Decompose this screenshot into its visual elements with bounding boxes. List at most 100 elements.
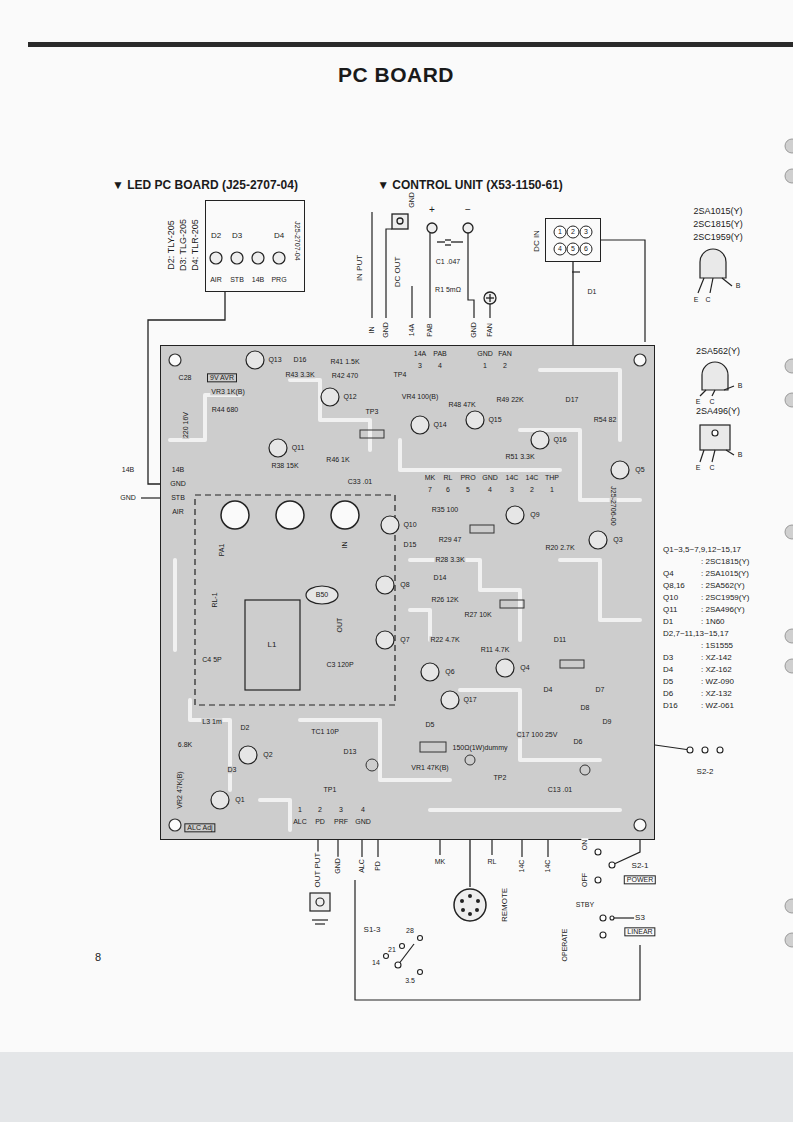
component-footprint [465,755,475,765]
part-label: STBY [575,901,595,908]
power-module-outline [245,600,300,690]
led-symbol [231,252,243,264]
part-label: GND [169,480,187,487]
part-label: E [693,296,700,303]
transistor-lead [710,278,713,293]
part-label: OUT [336,617,343,634]
part-label: 1 [482,362,488,369]
transistor-footprint [376,631,394,649]
part-label: Q11 [662,606,679,614]
part-label: GND [476,350,494,357]
part-label: Q15 [487,416,502,423]
part-label: ▼ CONTROL UNIT (X53-1150-61) [376,179,564,192]
page-frame [0,1052,793,1122]
part-label: : 2SA496(Y) [700,606,746,614]
part-label: 14C [544,859,551,874]
part-label: MK [434,858,447,865]
part-label: ALC [292,818,308,825]
part-label: D6 [662,690,674,698]
part-label: R26 12K [430,596,459,603]
component-footprint [470,525,494,533]
led-symbol [210,252,285,264]
part-label: Q8,16 [662,582,686,590]
wire [355,880,640,1000]
part-label: PAB [432,350,448,357]
part-label: R41 1.5K [329,358,360,365]
transistor-lead [700,450,704,462]
part-label: 4 [437,362,443,369]
part-label: 1 [297,806,303,813]
part-label: C [704,296,711,303]
mounting-hole [169,819,181,831]
part-label: B [735,282,742,289]
transistor-lead [698,278,734,462]
binder-hole [785,659,793,673]
binder-hole [785,139,793,153]
copper-trace [520,430,640,500]
part-label: RL [487,858,498,865]
dc-in-pin [580,243,592,255]
dc-out-jack [463,223,473,233]
part-label: D1 [587,288,598,295]
part-label: C3 120P [325,661,354,668]
part-label: : XZ-142 [700,654,733,662]
component-footprint [500,600,524,608]
part-label: R44 680 [211,406,239,413]
part-label: 8 [94,952,102,964]
transistor-footprint [466,411,484,429]
socket-pin [460,899,464,903]
part-label: C4 5P [201,656,222,663]
part-label: ON [581,839,588,852]
copper-trace [170,395,240,440]
part-label: : 1S1555 [700,642,734,650]
part-label: GND [334,857,341,875]
copper-trace [170,370,640,830]
part-label: 3 [417,362,423,369]
part-label: : 2SC1815(Y) [700,558,750,566]
copper-trace [540,370,620,440]
part-label: R46 1K [325,456,350,463]
part-label: FAN [497,350,513,357]
part-label: Q16 [552,436,567,443]
part-label: 14B [251,276,265,283]
part-label: D3 [227,766,238,773]
switch-contact [600,915,606,921]
part-label: D13 [343,748,358,755]
part-label: 9V AVR [207,373,237,382]
part-label: C [708,398,715,405]
part-label: OUT PUT [314,852,322,889]
part-label: VR1 47K(B) [410,764,449,771]
part-label: E [695,464,702,471]
switch-contact [395,962,401,968]
transistor-outline [700,425,730,450]
copper-trace [430,808,620,812]
transistor-lead [722,278,732,286]
mounting-hole [169,354,181,366]
part-label: R20 2.7K [544,544,575,551]
part-label: POWER [624,875,656,884]
part-label: Q8 [399,581,410,588]
binder-hole [785,933,793,947]
part-label: 150Ω(1W)dummy [451,744,508,751]
binder-hole [785,629,793,643]
part-label: Q1~3,5~7,9,12~15,17 [662,546,742,554]
part-label: RL-1 [211,591,218,608]
wire [337,840,338,857]
part-label: : 2SA562(Y) [700,582,746,590]
part-label: S3 [634,914,646,922]
part-label: R54 82 [593,416,618,423]
power-module-outline [306,586,338,604]
output-jack [310,893,330,911]
part-label: D3 [231,232,243,240]
power-module-outline [195,495,395,705]
part-label: : 2SC1959(Y) [700,594,750,602]
part-label: C33 .01 [347,478,374,485]
dc-out-jack [427,223,437,233]
part-label: R29 47 [438,536,463,543]
transistor-footprint [531,431,549,449]
dc-out-jack [437,241,445,242]
part-label: ALC [358,858,365,874]
part-label: LINEAR [624,927,655,936]
part-label: 14B [171,466,185,473]
